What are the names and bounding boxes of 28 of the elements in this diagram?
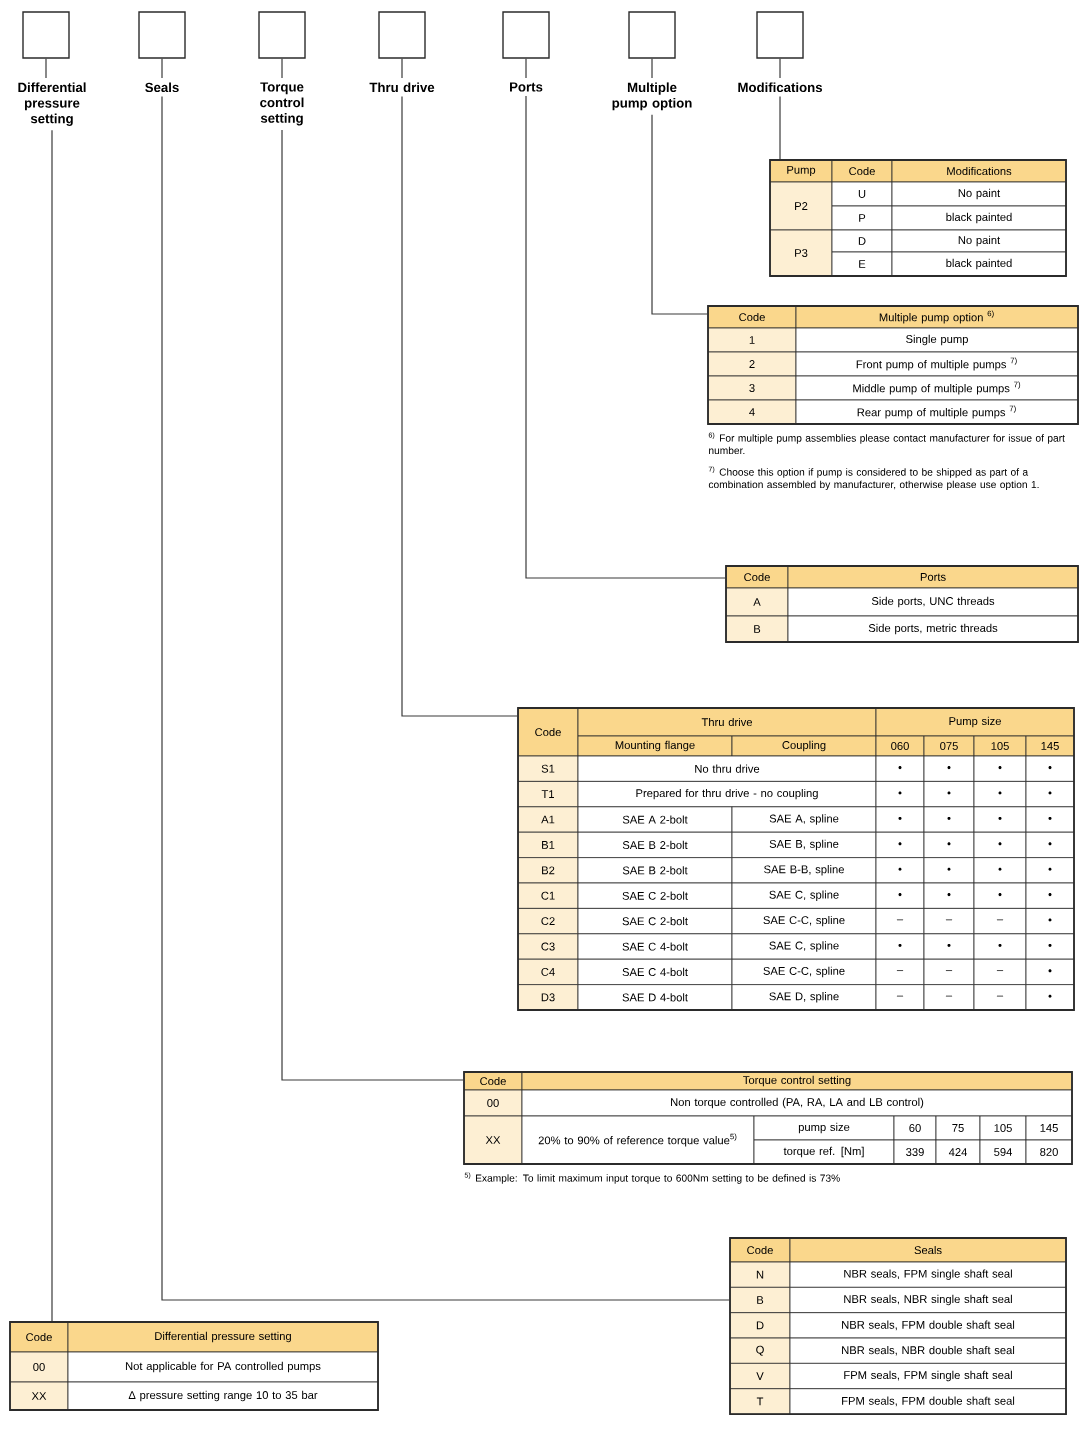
connector-line	[651, 114, 708, 315]
code-box	[756, 11, 804, 59]
table	[729, 1237, 1067, 1415]
connector-line	[51, 129, 53, 1322]
connector-line	[401, 95, 518, 717]
connector-line	[161, 58, 163, 79]
table	[725, 565, 1079, 643]
table	[9, 1321, 379, 1411]
code-box	[628, 11, 676, 59]
connector-line	[281, 58, 283, 79]
connector-line	[779, 95, 781, 160]
table	[769, 159, 1067, 277]
code-box	[138, 11, 186, 59]
table	[463, 1071, 1073, 1184]
code-box	[378, 11, 426, 59]
table	[707, 305, 1079, 491]
table	[517, 707, 1075, 1011]
connector-line	[525, 58, 527, 79]
connector-line	[525, 95, 726, 579]
connector-line	[281, 129, 464, 1081]
connector-line	[401, 58, 403, 79]
code-box	[258, 11, 306, 59]
code-box	[502, 11, 550, 59]
connector-line	[779, 58, 781, 79]
code-box	[22, 11, 70, 59]
connector-line	[45, 58, 47, 79]
connector-line	[651, 58, 653, 79]
connector-line	[161, 95, 730, 1301]
